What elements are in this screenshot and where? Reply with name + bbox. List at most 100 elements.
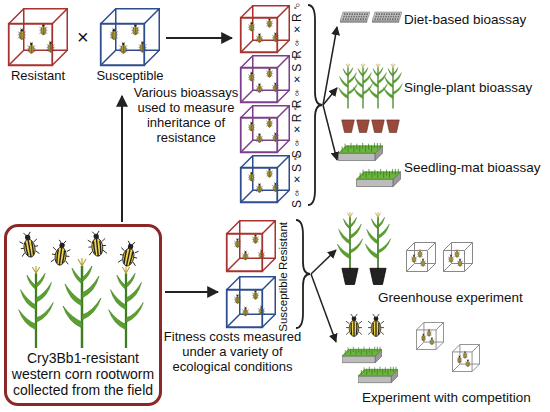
corn-plant xyxy=(337,212,362,272)
small-cage xyxy=(407,243,436,272)
field-box: Cry3Bb1-resistant western corn rootworm … xyxy=(4,224,162,406)
beetle xyxy=(18,28,26,40)
flow-arrow xyxy=(311,274,336,342)
beetle xyxy=(248,71,255,81)
beetle xyxy=(234,238,241,248)
cube-face xyxy=(101,24,145,66)
beetle xyxy=(256,33,263,43)
beetle xyxy=(138,41,146,53)
cube-edge xyxy=(241,6,290,53)
cube-face xyxy=(227,234,263,272)
seedling-mat xyxy=(357,169,401,187)
corn-plant xyxy=(369,64,388,109)
annotation: Fitness costs measured under a variety o… xyxy=(160,330,305,375)
cage-label: Resistant xyxy=(11,69,65,83)
annotation: Diet-based bioassay xyxy=(404,12,526,28)
cube-face xyxy=(241,18,278,53)
beetle xyxy=(248,121,255,131)
cage-label: Susceptible xyxy=(277,272,290,331)
beetle xyxy=(242,306,249,316)
beetle xyxy=(87,230,108,257)
cube-edge xyxy=(9,9,68,66)
cage-cube xyxy=(240,105,290,153)
cage-cube xyxy=(226,220,276,272)
beetle xyxy=(266,18,273,28)
small-cage xyxy=(444,243,473,272)
cube-edge xyxy=(227,221,276,272)
cube-face xyxy=(241,118,278,153)
cage-node: Resistant xyxy=(8,8,68,66)
annotation: Experiment with competition xyxy=(362,390,531,406)
small-cage xyxy=(452,344,479,371)
beetle xyxy=(18,231,40,259)
cage-label: S♀×S♂ xyxy=(291,150,304,208)
beetle xyxy=(252,290,259,300)
pot xyxy=(387,120,400,133)
cage-label: R♀×S♂ xyxy=(291,50,304,109)
beetle xyxy=(252,234,259,244)
cage-cube xyxy=(8,8,68,66)
cage-node: Susceptible xyxy=(100,8,160,66)
beetle xyxy=(256,183,263,193)
beetle xyxy=(266,118,273,128)
cage-label: Susceptible xyxy=(96,69,163,83)
cage-node: S♀×S♂ xyxy=(240,155,290,203)
cage-node: R♀×S♂ xyxy=(240,55,290,103)
pot xyxy=(370,268,386,284)
brace xyxy=(296,220,310,328)
flow-arrow xyxy=(165,291,218,293)
annotation: Greenhouse experiment xyxy=(378,290,523,306)
flow-arrow xyxy=(311,250,336,274)
corn-plant xyxy=(109,266,144,348)
cage-node: Resistant xyxy=(226,220,276,272)
corn-plant xyxy=(354,64,373,109)
cube-face xyxy=(227,290,263,328)
beetle xyxy=(266,68,273,78)
pot xyxy=(372,120,385,133)
diet-tray xyxy=(340,12,370,23)
cross-symbol: × xyxy=(77,26,89,49)
corn-plant xyxy=(365,212,390,272)
cube-face xyxy=(241,68,278,103)
cage-cube xyxy=(100,8,160,66)
field-caption: Cry3Bb1-resistant western corn rootworm … xyxy=(11,350,155,398)
cube-face xyxy=(241,168,278,203)
cage-cube xyxy=(240,155,290,203)
beetle xyxy=(131,23,139,35)
beetle xyxy=(27,42,35,54)
beetle xyxy=(256,133,263,143)
seedling-mat xyxy=(342,347,382,363)
flow-arrow xyxy=(323,88,337,105)
annotation: Single-plant bioassay xyxy=(404,80,532,96)
corn-plant xyxy=(19,266,54,348)
beetle xyxy=(118,239,141,267)
beetle xyxy=(39,23,47,35)
diet-tray xyxy=(372,12,402,23)
flow-arrow xyxy=(323,105,337,160)
cage-label: Resistant xyxy=(277,222,290,270)
pot xyxy=(342,268,358,284)
flow-arrow xyxy=(166,37,232,39)
cube-edge xyxy=(241,156,290,203)
cage-label: S♀×R♂ xyxy=(291,100,304,159)
corn-plant xyxy=(339,64,358,109)
small-cage xyxy=(416,322,443,349)
seedling-mat xyxy=(339,143,383,161)
pot xyxy=(357,120,370,133)
beetle xyxy=(248,171,255,181)
cage-cube xyxy=(240,55,290,103)
annotation: Various bioassays used to measure inheri… xyxy=(128,86,244,146)
cube-edge xyxy=(241,106,290,153)
cage-node: Susceptible xyxy=(226,276,276,328)
brace xyxy=(308,5,322,205)
beetle xyxy=(346,314,362,336)
beetle xyxy=(248,21,255,31)
beetle xyxy=(46,41,54,53)
corn-plant xyxy=(384,64,403,109)
corn-plant xyxy=(63,258,101,348)
cube-face xyxy=(9,24,53,66)
flow-arrow xyxy=(121,96,123,222)
cube-edge xyxy=(241,56,290,103)
beetle xyxy=(50,239,71,266)
